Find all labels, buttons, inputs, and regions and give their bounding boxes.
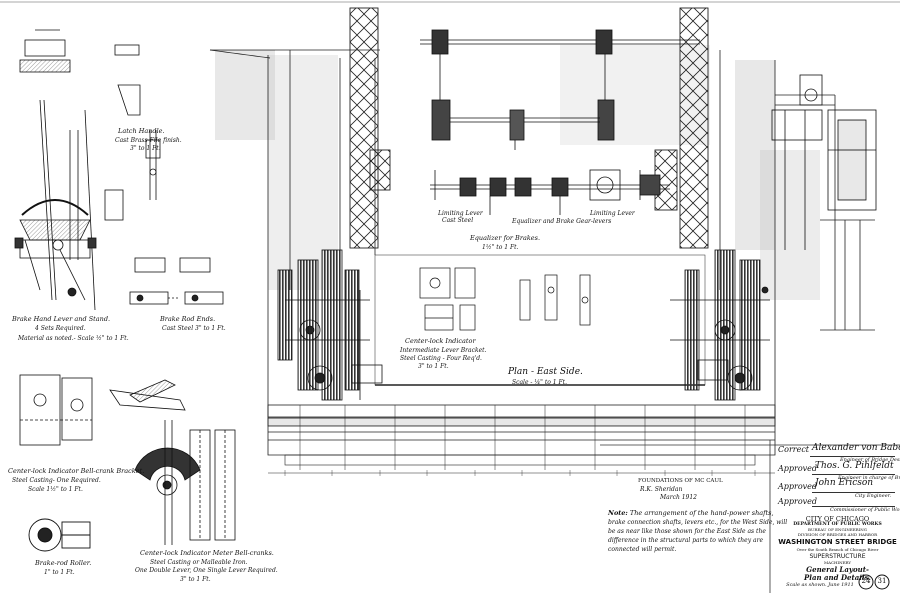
bellcrank-bracket-detail <box>19 374 186 446</box>
stamp-l2: R.K. Sheridan <box>640 486 683 493</box>
approval-1-label: Approved <box>778 464 818 473</box>
center-lock-details <box>419 267 591 331</box>
latch-scale: 3" to 1 Ft. <box>130 145 161 152</box>
brake-rod-ends-detail <box>129 257 224 305</box>
bracket-title: Center-lock Indicator Bell-crank Bracket… <box>8 467 145 475</box>
approval-0-role: Engineer of Bridge Design. <box>840 457 900 463</box>
tb-bridge: WASHINGTON STREET BRIDGE <box>778 538 897 546</box>
lever-bracket-l1: Intermediate Lever Bracket. <box>400 347 487 354</box>
tb-division: DIVISION OF BRIDGES AND HARBOR <box>797 532 878 537</box>
lever-bracket-scale: 3" to 1 Ft. <box>418 363 449 370</box>
bracket-scale: Scale 1½" to 1 Ft. <box>28 486 83 493</box>
note-l2: brake connection shafts, levers etc., fo… <box>608 519 788 526</box>
cast-steel-left: Cast Steel <box>442 217 474 224</box>
sheet-number-b: 31 <box>877 577 887 585</box>
bracket-material: Steel Casting- One Required. <box>12 477 101 484</box>
tb-bureau: BUREAU OF ENGINEERING <box>808 527 867 532</box>
tb-city: CITY OF CHICAGO <box>805 515 870 523</box>
tb-drawing: General Layout- <box>806 565 869 574</box>
limiting-lever-left: Limiting Lever <box>438 210 483 217</box>
stamp-l3: March 1912 <box>660 494 697 501</box>
plan-title: Plan - East Side. <box>508 367 583 377</box>
brake-hand-lever-stand <box>14 29 97 311</box>
note-l1: Note: The arrangement of the hand-power … <box>608 509 774 517</box>
hand-lever-title: Brake Hand Lever and Stand. <box>12 315 111 323</box>
note-line1: The arrangement of the hand-power shafts… <box>629 509 774 517</box>
approval-2-line <box>812 492 895 493</box>
approval-1-role: Engineer in charge of Bridges. <box>838 475 900 481</box>
tb-location: Over the South Branch of Chicago River <box>796 547 879 552</box>
sheet-number <box>858 574 890 590</box>
right-brake-column <box>771 74 877 250</box>
note-l4: difference in the structural parts to wh… <box>608 537 764 544</box>
gear-train-left <box>277 249 383 401</box>
approval-2-label: Approved <box>778 482 818 491</box>
note-l3: be as near like those shown for the East… <box>608 528 766 535</box>
latch-title: Latch Handle. <box>118 127 165 135</box>
equalizer-assembly <box>420 29 700 215</box>
brake-rod-roller-detail <box>28 518 91 552</box>
roller-scale: 1" to 1 Ft. <box>44 569 75 576</box>
lever-bracket-l2: Steel Casting - Four Req'd. <box>400 355 482 362</box>
lattice-towers <box>349 7 709 249</box>
lever-bracket-title: Center-lock Indicator <box>405 337 476 345</box>
latch-material: Cast Brass-File finish. <box>115 137 182 144</box>
tb-dept: DEPARTMENT OF PUBLIC WORKS <box>793 522 882 527</box>
rod-ends-title: Brake Rod Ends. <box>160 315 216 323</box>
equalizer-gear-levers: Equalizer and Brake Gear-levers <box>512 218 612 225</box>
tb-drawing2: Plan and Details. <box>804 573 871 582</box>
meter-bellcranks-l1: Steel Casting or Malleable Iron. <box>150 559 248 566</box>
latch-handle-detail <box>104 44 161 221</box>
approval-0-signature: Alexander von Babo <box>812 443 900 453</box>
tb-sub: MACHINERY <box>823 560 852 565</box>
approval-2-role: City Engineer. <box>855 493 892 499</box>
approval-3-line <box>812 506 895 507</box>
plan-scale: Scale - ¼" to 1 Ft. <box>512 379 567 386</box>
tb-section: SUPERSTRUCTURE <box>809 553 866 560</box>
title-block: CITY OF CHICAGO DEPARTMENT OF PUBLIC WOR… <box>775 515 900 593</box>
title-block-frame <box>600 440 900 593</box>
approval-0-label: Correct <box>778 445 810 454</box>
sheet-number-a: 24 <box>861 577 871 585</box>
meter-bellcranks-detail <box>134 420 236 545</box>
approval-1-signature: Thos. G. Pihlfeldt <box>815 461 894 471</box>
gear-train-right <box>670 249 770 401</box>
hand-lever-req: 4 Sets Required. <box>35 325 86 332</box>
stamp-l1: FOUNDATIONS OF MC CAUL <box>638 478 723 484</box>
note-l5: connected will permit. <box>608 546 677 553</box>
approval-3-label: Approved <box>778 497 818 506</box>
equalizer-scale: 1½" to 1 Ft. <box>482 244 519 251</box>
equalizer-title: Equalizer for Brakes. <box>470 234 541 242</box>
roller-title: Brake-rod Roller. <box>35 559 92 567</box>
approval-1-line <box>812 474 895 475</box>
rod-ends-material: Cast Steel 3" to 1 Ft. <box>162 325 226 332</box>
limiting-lever-right: Limiting Lever <box>590 210 635 217</box>
approval-0-line <box>810 456 895 457</box>
tb-scale: Scale as shown. June 1911 <box>786 582 854 588</box>
approval-3-role: Commissioner of Public Works. <box>830 507 900 513</box>
hand-lever-material: Material as noted.- Scale ½" to 1 Ft. <box>18 335 129 342</box>
meter-bellcranks-title: Center-lock Indicator Meter Bell-cranks. <box>140 549 274 557</box>
meter-bellcranks-l2: One Double Lever, One Single Lever Requi… <box>135 567 278 574</box>
meter-bellcranks-scale: 3" to 1 Ft. <box>180 576 211 583</box>
approval-2-signature: John Ericson <box>815 478 874 488</box>
